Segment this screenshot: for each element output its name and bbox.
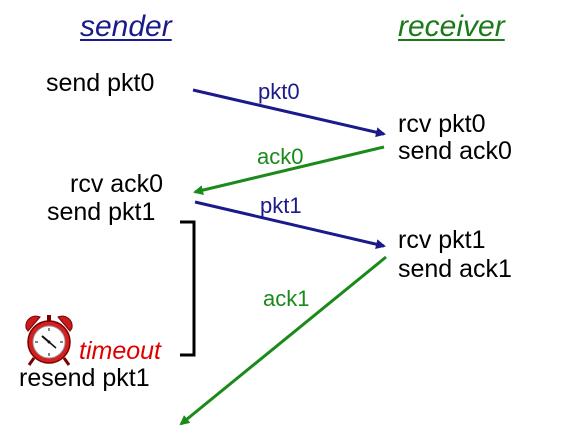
ack1-arrow	[179, 255, 387, 426]
ack1-label: ack1	[263, 286, 310, 311]
sender-timeout: timeout	[79, 337, 161, 365]
receiver-rcv-pkt0: rcv pkt0	[398, 110, 486, 138]
ack0-label: ack0	[257, 144, 304, 169]
receiver-header: receiver	[398, 10, 505, 43]
receiver-send-ack0: send ack0	[398, 137, 512, 165]
alarm-clock-icon	[25, 315, 73, 366]
pkt0-label: pkt0	[258, 79, 300, 104]
pkt1-arrow	[194, 200, 386, 250]
timeout-bracket	[180, 220, 196, 357]
pkt0-arrow	[192, 88, 386, 138]
sender-header: sender	[80, 10, 172, 43]
sender-resend-pkt1: resend pkt1	[19, 364, 150, 392]
sender-send-pkt0: send pkt0	[46, 69, 155, 97]
sender-send-pkt1: send pkt1	[47, 198, 156, 226]
sender-rcv-ack0: rcv ack0	[70, 170, 164, 198]
pkt1-label: pkt1	[260, 193, 302, 218]
receiver-rcv-pkt1: rcv pkt1	[398, 226, 486, 254]
receiver-send-ack1: send ack1	[398, 255, 512, 283]
ack0-arrow	[193, 145, 385, 196]
